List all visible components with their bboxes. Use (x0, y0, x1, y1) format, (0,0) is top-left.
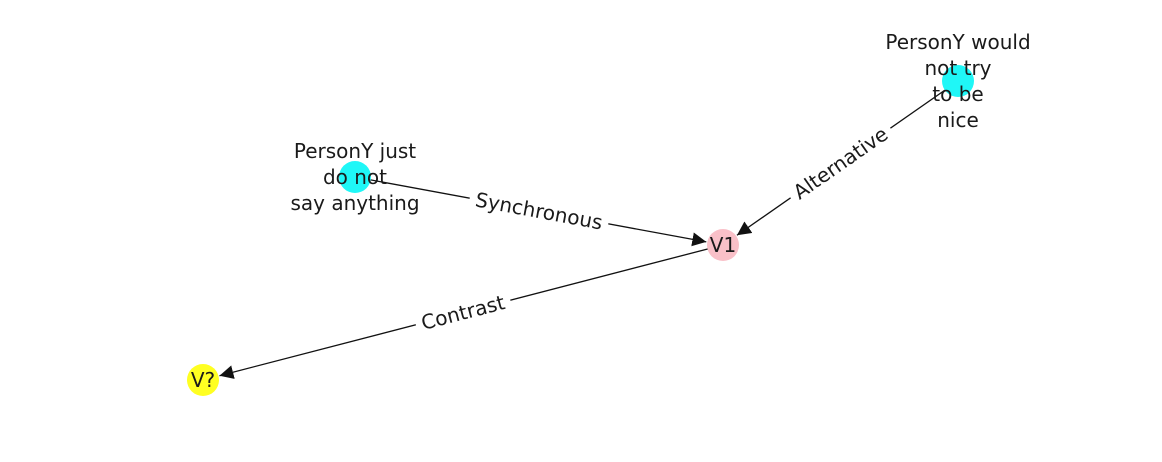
nodes-layer (187, 65, 974, 396)
edge-label: Contrast (419, 290, 508, 335)
node-label-line: V? (191, 368, 215, 392)
edge-label-group: Alternative (783, 117, 898, 209)
node-v1[interactable] (707, 229, 739, 261)
edge-label-background (467, 185, 611, 237)
edge-label-background (412, 287, 514, 338)
edge-label-background (783, 117, 898, 209)
node-label-line: say anything (290, 191, 419, 215)
edge-label-group: Synchronous (467, 185, 611, 237)
node-n1[interactable] (339, 161, 371, 193)
edge-label-group: Contrast (412, 287, 514, 338)
node-label-line: PersonY just (294, 139, 416, 163)
node-vq[interactable] (187, 364, 219, 396)
node-label-line: V1 (710, 233, 736, 257)
node-n2[interactable] (942, 65, 974, 97)
node-label-line: nice (937, 108, 979, 132)
node-label-line: to be (932, 82, 983, 106)
node-label-line: PersonY would (885, 30, 1030, 54)
node-label-line: not try (924, 56, 991, 80)
edge-label: Alternative (789, 122, 893, 204)
node-label-line: do not (323, 165, 387, 189)
edge-label: Synchronous (473, 187, 604, 234)
